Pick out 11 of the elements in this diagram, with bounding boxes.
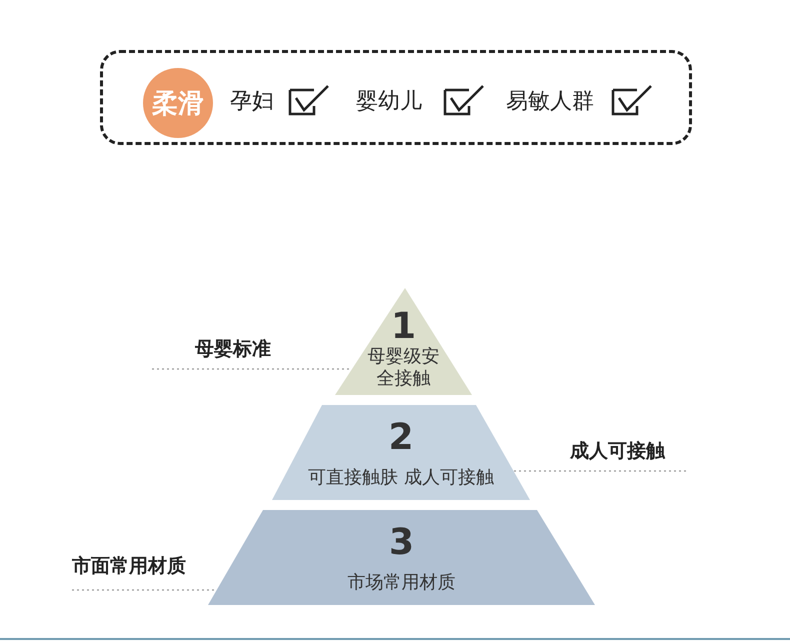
leader-line — [152, 368, 352, 370]
badge-circle: 柔滑 — [143, 68, 213, 138]
leader-line — [514, 470, 686, 472]
item-label: 婴幼儿 — [356, 88, 422, 116]
item-label: 孕妇 — [230, 88, 274, 116]
pyramid-tier: 1 母婴级安全接触 — [335, 288, 472, 395]
item-label: 易敏人群 — [506, 88, 594, 116]
leader-line — [72, 589, 217, 591]
pyramid-tier: 2 可直接触肤 成人可接触 — [272, 405, 530, 500]
pyramid-tier: 3 市场常用材质 — [208, 510, 595, 605]
dashed-panel — [100, 50, 692, 145]
